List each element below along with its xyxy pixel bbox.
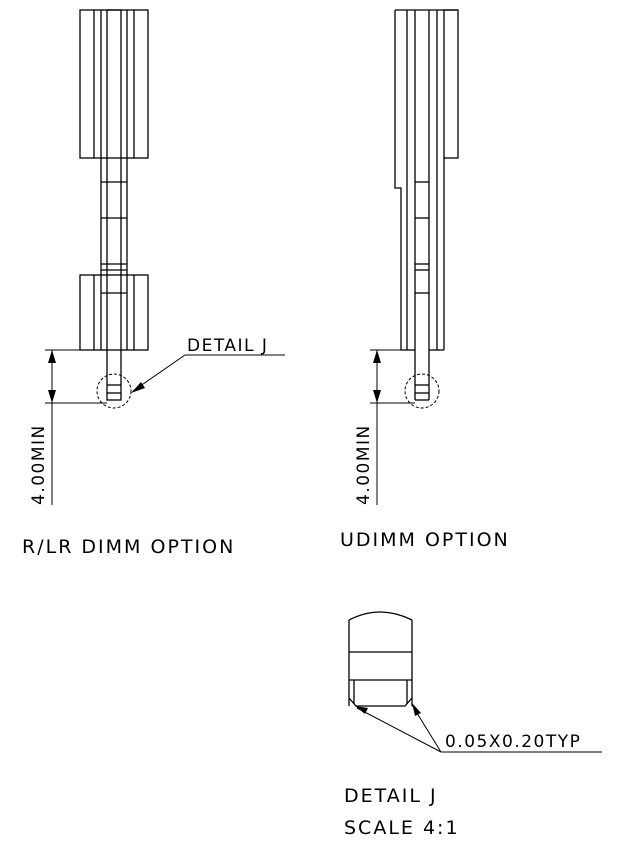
detail-j-circle	[96, 373, 132, 409]
detail-j-callout: DETAIL J	[187, 336, 268, 356]
udimm-detail-circle	[404, 373, 440, 409]
udimm-caption: UDIMM OPTION	[340, 529, 510, 551]
chamfer-leader	[355, 703, 602, 753]
rlr-dimm-view: DETAIL J 4.00MIN R/LR DIMM OPTION	[22, 9, 285, 558]
rlr-dimension-label: 4.00MIN	[29, 424, 49, 505]
udimm-view: 4.00MIN UDIMM OPTION	[340, 9, 510, 551]
detail-j-leader	[131, 354, 285, 393]
detail-j-view: 0.05X0.20TYP DETAIL J SCALE 4:1	[344, 611, 602, 839]
udimm-module-body	[394, 9, 459, 401]
detail-j-pin	[348, 611, 413, 707]
rlr-dimm-caption: R/LR DIMM OPTION	[22, 536, 235, 558]
rlr-min-dimension	[45, 349, 107, 505]
chamfer-note: 0.05X0.20TYP	[445, 732, 581, 752]
udimm-min-dimension	[370, 349, 415, 505]
udimm-dimension-label: 4.00MIN	[354, 424, 374, 505]
detail-j-scale: SCALE 4:1	[344, 817, 460, 839]
rlr-module-body	[79, 9, 149, 401]
detail-j-title: DETAIL J	[344, 785, 438, 807]
